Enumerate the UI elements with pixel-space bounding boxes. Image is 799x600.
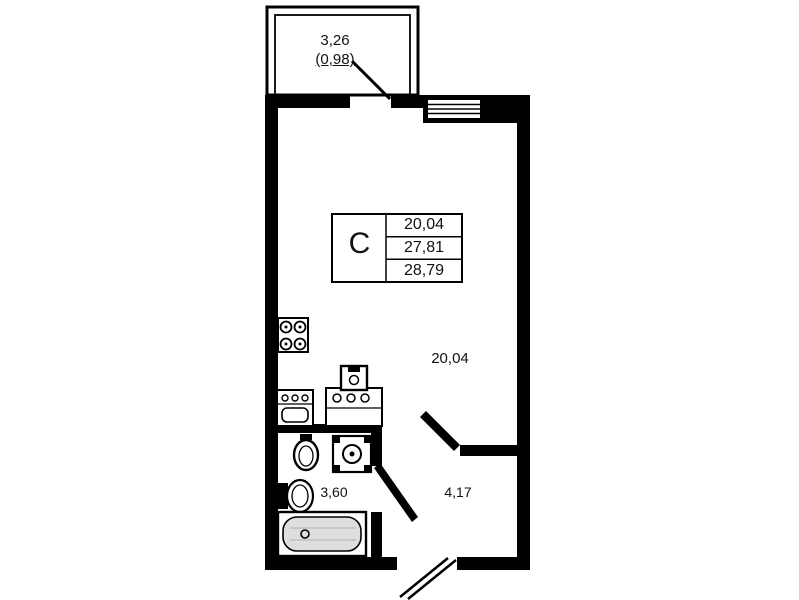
interior-walls [265,424,517,557]
living-room-area-label: 20,04 [431,350,469,367]
stove-icon [277,317,309,353]
bathroom-area-label: 3,60 [320,484,348,500]
kitchen-sink-icon [276,389,314,427]
room-door-leaf [420,411,460,451]
bathroom-sink-icon [292,434,320,472]
balcony-coefficient-area-label: (0,98) [315,51,355,68]
entry-door-leaf [399,557,457,600]
legend-flat-type-label: С [348,227,371,260]
toilet-icon [278,478,315,514]
balcony-door-leaf [350,59,392,101]
washing-machine-icon [331,434,373,474]
bathroom-door-leaf [374,463,418,522]
counter-icon [325,387,383,427]
legend-apartment-area-value: 27,81 [403,239,445,256]
legend-living-area-value: 20,04 [403,216,445,233]
shaft-hatch [423,95,530,123]
hallway-area-label: 4,17 [444,484,472,500]
bathtub-icon [276,510,368,558]
legend-table [331,213,463,283]
balcony-area-label: 3,26 [320,32,350,49]
small-sink-icon [339,364,369,392]
legend-total-area-value: 28,79 [403,262,445,279]
